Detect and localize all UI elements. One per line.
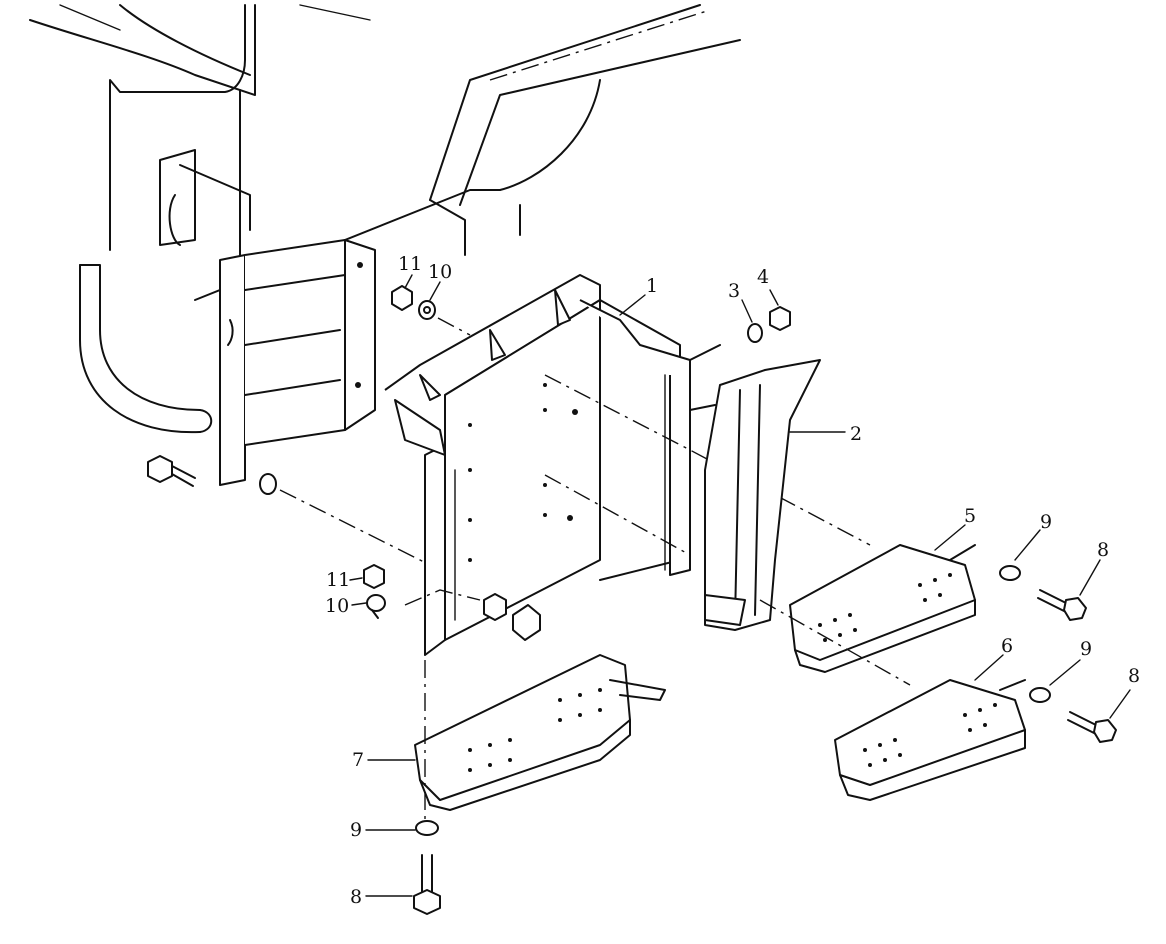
fender-outline	[194, 4, 741, 301]
frame-mounting-bracket	[159, 149, 376, 486]
step-plate-6	[834, 679, 1026, 801]
callout-11-lower: 11	[326, 569, 350, 591]
washer-9-right	[1029, 687, 1051, 703]
callout-8-lower: 8	[350, 886, 362, 908]
callout-9-lower: 9	[350, 819, 362, 841]
step-7-treads	[468, 688, 602, 772]
callout-8-right: 8	[1128, 665, 1140, 687]
bolt-8-upper	[1037, 589, 1087, 621]
leader-lines	[349, 274, 1131, 897]
step-plate-7	[414, 654, 666, 811]
callout-7: 7	[352, 749, 364, 771]
step-5-treads	[818, 573, 952, 642]
callout-9-upper: 9	[1040, 511, 1052, 533]
step-6-treads	[863, 703, 997, 767]
washer-3	[747, 323, 763, 343]
bolt-8-lower	[413, 854, 441, 915]
callout-labels: 1 2 3 4 5 6 7 8 8 8 9 9 9 10 10 11 11	[325, 253, 1140, 908]
callout-1: 1	[646, 275, 658, 297]
cab-body-outline	[29, 4, 371, 261]
nut-11-lower	[363, 564, 385, 589]
callout-9-right: 9	[1080, 638, 1092, 660]
callout-10-upper: 10	[428, 261, 452, 283]
callout-10-lower: 10	[325, 595, 349, 617]
step-bracket-assembly	[384, 274, 871, 656]
callout-6: 6	[1001, 635, 1013, 657]
washer-10-lower	[366, 594, 386, 619]
callout-5: 5	[964, 505, 976, 527]
washer-10-upper	[418, 300, 436, 320]
step-plate-5	[789, 544, 976, 673]
callout-8-upper: 8	[1097, 539, 1109, 561]
callout-11-upper: 11	[398, 253, 422, 275]
bolt-8-right	[1067, 711, 1117, 743]
callout-2: 2	[850, 423, 862, 445]
callout-3: 3	[728, 280, 740, 302]
nut-bracket	[483, 593, 541, 641]
side-cover-panel	[689, 344, 821, 631]
nut-11-upper	[391, 285, 413, 311]
grab-handle	[79, 264, 213, 434]
bracket-holes	[468, 383, 578, 562]
washer-9-lower	[415, 820, 439, 836]
nut-4	[769, 306, 791, 331]
callout-4: 4	[757, 266, 769, 288]
washer-9-upper	[999, 565, 1021, 581]
